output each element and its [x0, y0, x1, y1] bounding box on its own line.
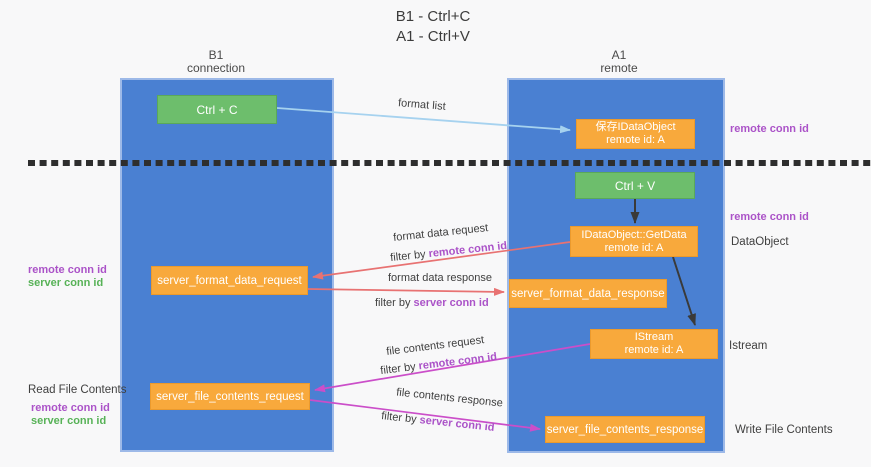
save-idataobject-node: 保存IDataObject remote id: A — [576, 119, 695, 149]
server-conn-id-annotation-left-top: server conn id — [28, 277, 104, 289]
format-data-response-arrow — [307, 287, 505, 296]
ctrl-v-label: Ctrl + V — [614, 178, 656, 193]
title-line-2: A1 - Ctrl+V — [396, 28, 470, 45]
server-format-data-request-node: server_format_data_request — [151, 266, 308, 295]
remote-conn-id-annotation-mid: remote conn id — [730, 211, 809, 223]
write-file-contents-annotation: Write File Contents — [735, 424, 833, 436]
format-data-request-arrow — [312, 241, 571, 280]
server-file-contents-request-label: server_file_contents_request — [156, 390, 304, 403]
format-response-filter-label: filter by server conn id — [375, 297, 489, 309]
istream-line1: IStream — [634, 331, 674, 343]
istream-line2: remote id: A — [624, 344, 684, 356]
ctrl-c-label: Ctrl + C — [196, 102, 238, 117]
file-contents-response-arrow — [309, 399, 541, 432]
lifeline-header-a1: A1 remote — [554, 49, 684, 75]
title-line-1: B1 - Ctrl+C — [395, 8, 471, 25]
ctrl-c-node: Ctrl + C — [157, 95, 277, 124]
istream-node: IStream remote id: A — [590, 329, 718, 359]
filter-by-prefix: filter by — [375, 297, 414, 309]
istream-annotation: Istream — [729, 340, 768, 352]
getdata-to-istream-arrow — [672, 256, 696, 326]
server-conn-id-text: server conn id — [413, 297, 489, 309]
read-file-contents-annotation: Read File Contents — [28, 384, 127, 396]
lifeline-b1-name: B1 — [208, 48, 224, 62]
getdata-line2: remote id: A — [604, 241, 664, 254]
server-format-data-response-node: server_format_data_response — [509, 279, 667, 308]
lifeline-a1-role: remote — [600, 61, 638, 75]
save-idataobject-line1: 保存IDataObject — [595, 121, 676, 133]
remote-conn-id-annotation-left-top: remote conn id — [28, 264, 107, 276]
lifeline-a1-name: A1 — [611, 48, 627, 62]
server-file-contents-response-label: server_file_contents_response — [546, 423, 704, 436]
diagram-title: B1 - Ctrl+C A1 - Ctrl+V — [283, 7, 583, 47]
lifeline-header-b1: B1 connection — [151, 49, 281, 75]
remote-conn-id-annotation-left-bottom: remote conn id — [31, 402, 110, 414]
remote-conn-id-annotation-top: remote conn id — [730, 123, 809, 135]
server-file-contents-response-node: server_file_contents_response — [545, 416, 705, 443]
format-list-arrow — [276, 107, 571, 134]
idataobject-getdata-node: IDataObject::GetData remote id: A — [570, 226, 698, 257]
lifeline-b1-role: connection — [186, 61, 246, 75]
getdata-line1: IDataObject::GetData — [581, 228, 687, 241]
format-data-response-label: format data response — [388, 272, 492, 284]
ctrl-v-node: Ctrl + V — [575, 172, 695, 199]
file-contents-request-arrow — [314, 343, 591, 393]
server-format-data-response-label: server_format_data_response — [511, 287, 665, 300]
save-idataobject-line2: remote id: A — [606, 134, 665, 146]
server-conn-id-annotation-left-bottom: server conn id — [31, 415, 107, 427]
server-format-data-request-label: server_format_data_request — [157, 274, 302, 287]
server-file-contents-request-node: server_file_contents_request — [150, 383, 310, 410]
dataobject-annotation: DataObject — [731, 236, 789, 248]
